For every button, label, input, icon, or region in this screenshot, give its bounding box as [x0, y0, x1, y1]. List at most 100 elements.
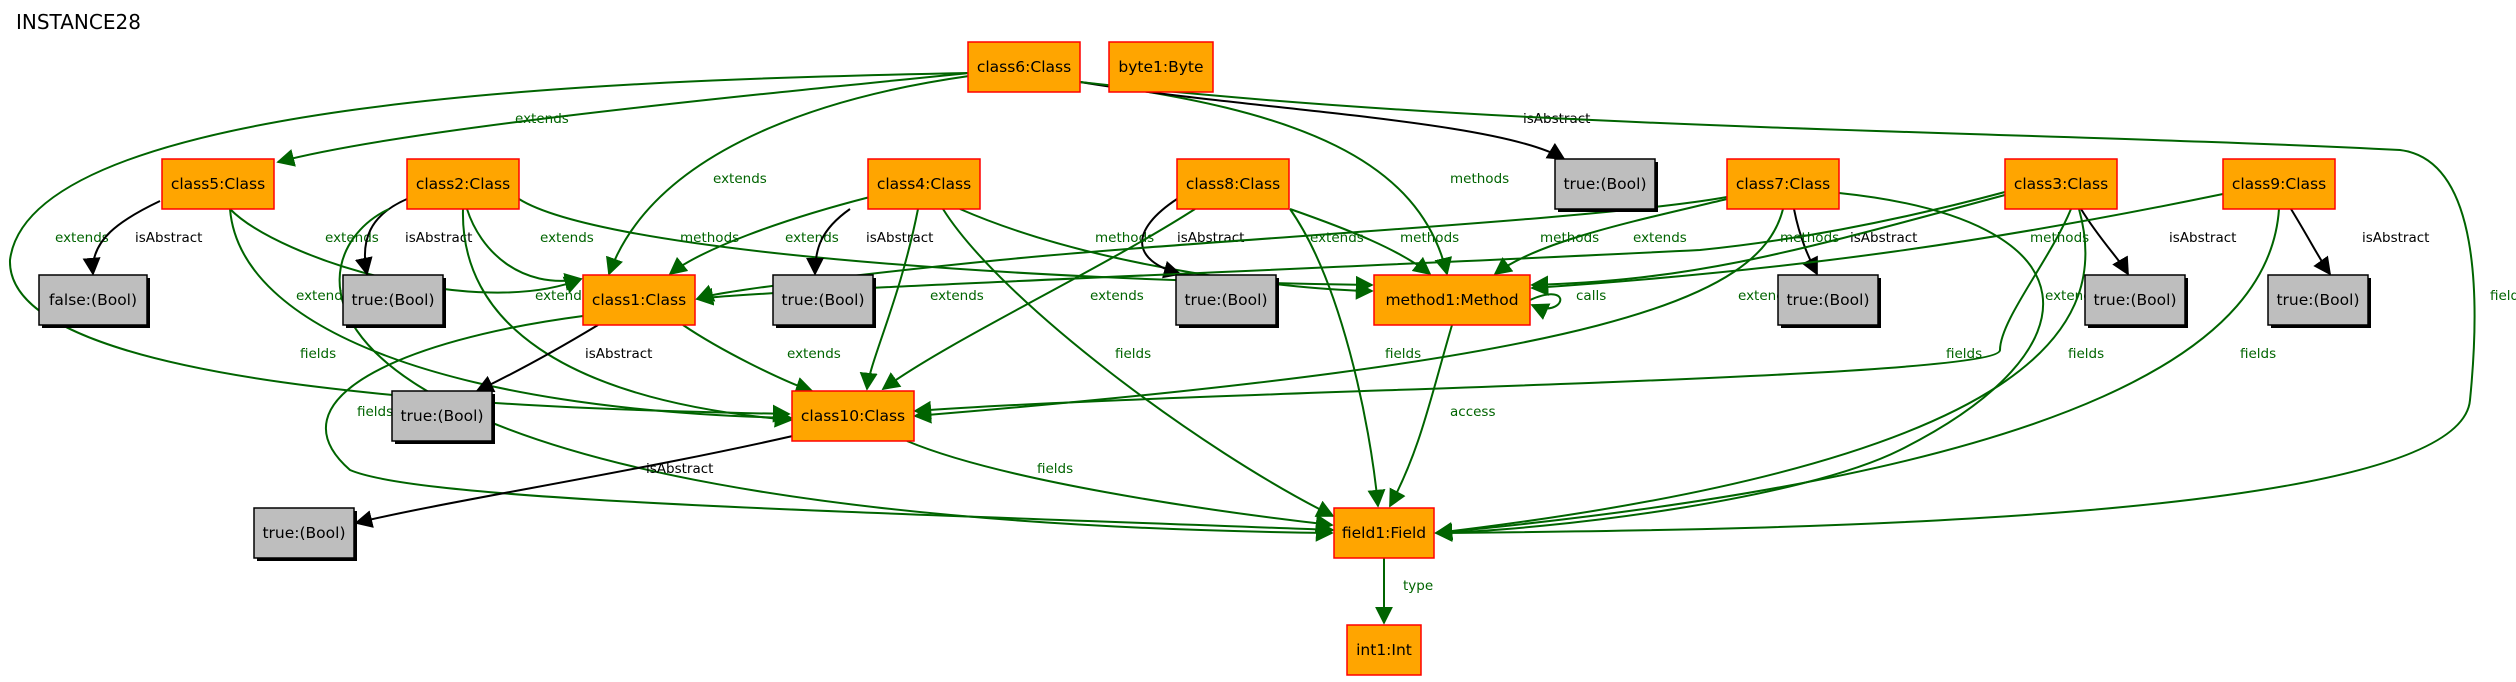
node-box [253, 507, 355, 559]
edge-label: fields [357, 404, 393, 420]
edge-method1-field1: access [1389, 324, 1496, 508]
edge-label: methods [680, 230, 739, 246]
edge-class5-class10: extends [229, 208, 793, 427]
edge-line [959, 208, 1374, 300]
node-box [1333, 507, 1435, 559]
node-true7: true:(Bool) [1777, 274, 1881, 328]
node-box [406, 158, 520, 210]
edge-label: methods [2030, 230, 2089, 246]
node-label: class4:Class [877, 175, 971, 193]
node-label: class1:Class [592, 291, 686, 309]
node-box [1726, 158, 1840, 210]
node-box [582, 274, 696, 326]
edge-class3-true3: isAbstract [2080, 208, 2236, 276]
node-label: true:(Bool) [262, 524, 345, 542]
node-label: class3:Class [2014, 175, 2108, 193]
edge-line [229, 208, 793, 427]
node-box [867, 158, 981, 210]
edge-label: extends [55, 230, 109, 246]
node-box [1176, 158, 1290, 210]
node-label: int1:Int [1356, 641, 1412, 659]
node-box [1373, 274, 1531, 326]
edge-line [338, 208, 1334, 542]
node-box [1554, 158, 1656, 210]
edge-line [668, 196, 871, 276]
edge-label: isAbstract [135, 230, 202, 246]
edge-line [354, 428, 824, 528]
edge-label: fields [1946, 346, 1982, 362]
edge-line [461, 208, 793, 428]
node-box [967, 41, 1081, 93]
edge-class10-field1: fields [906, 440, 1334, 533]
node-label: false:(Bool) [49, 291, 137, 309]
edge-class8-field1: fields [1289, 208, 1421, 508]
edge-class6-field1: fields [1079, 81, 2516, 542]
node-box [2267, 274, 2369, 326]
edge-label: methods [1540, 230, 1599, 246]
node-box [2222, 158, 2336, 210]
edge-class1-class10: extends [682, 324, 841, 395]
edge-label: extends [1090, 288, 1144, 304]
edge-line [1530, 194, 2006, 294]
node-box [772, 274, 874, 326]
node-box [161, 158, 275, 210]
node-true3: true:(Bool) [2084, 274, 2188, 328]
node-label: method1:Method [1385, 291, 1518, 309]
node-box [391, 390, 493, 442]
edge-label: fields [1115, 346, 1151, 362]
edge-label: isAbstract [1850, 230, 1917, 246]
edge-label: isAbstract [646, 461, 713, 477]
edge-label: access [1450, 404, 1496, 420]
edge-line [82, 200, 161, 276]
edge-class8-method1: methods [1289, 208, 1459, 276]
edge-class4-field1: fields [942, 208, 1335, 517]
edge-line [1434, 192, 2045, 542]
node-label: class7:Class [1736, 175, 1830, 193]
edge-line [606, 75, 970, 276]
edge-line [1389, 324, 1453, 508]
node-class10: class10:Class [791, 390, 915, 442]
node-label: true:(Bool) [781, 291, 864, 309]
node-class5: class5:Class [161, 158, 275, 210]
edge-label: isAbstract [866, 230, 933, 246]
edge-line [354, 198, 408, 276]
edge-label: extends [787, 346, 841, 362]
edge-label: fields [1037, 461, 1073, 477]
node-class8: class8:Class [1176, 158, 1290, 210]
edge-line [1434, 208, 2280, 541]
node-class7: class7:Class [1726, 158, 1840, 210]
edge-label: extends [713, 171, 767, 187]
edge-label: extends [296, 288, 350, 304]
node-class2: class2:Class [406, 158, 520, 210]
node-box [1346, 624, 1422, 676]
node-true9: true:(Bool) [2267, 274, 2371, 328]
node-label: true:(Bool) [2276, 291, 2359, 309]
node-label: true:(Bool) [1786, 291, 1869, 309]
node-box [2004, 158, 2118, 210]
edge-line [325, 315, 1335, 539]
node-box [1108, 41, 1214, 93]
edge-class1-true1: isAbstract [475, 324, 652, 393]
node-label: class5:Class [171, 175, 265, 193]
node-box [1777, 274, 1879, 326]
edge-class8-class10: extends [881, 208, 1196, 391]
node-true2: true:(Bool) [342, 274, 446, 328]
node-class9: class9:Class [2222, 158, 2336, 210]
node-label: true:(Bool) [1563, 175, 1646, 193]
node-label: true:(Bool) [2093, 291, 2176, 309]
edge-label: extends [535, 288, 589, 304]
node-label: true:(Bool) [400, 407, 483, 425]
edge-class4-class10: extends [859, 208, 984, 391]
edge-class4-true4: isAbstract [806, 208, 933, 276]
edge-line [1141, 198, 1182, 279]
node-label: true:(Bool) [1184, 291, 1267, 309]
edge-label: isAbstract [585, 346, 652, 362]
edge-line [2290, 208, 2332, 276]
node-int1: int1:Int [1346, 624, 1422, 676]
edge-class6-true6: isAbstract [1079, 81, 1590, 160]
node-box [791, 390, 915, 442]
node-class6: class6:Class [967, 41, 1081, 93]
edge-line [1434, 208, 2087, 541]
